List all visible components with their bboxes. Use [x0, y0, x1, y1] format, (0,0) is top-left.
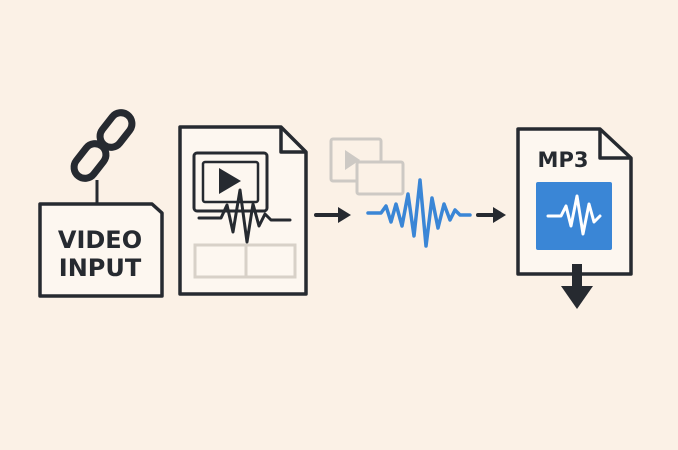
video-input-box: VIDEO INPUT: [38, 202, 164, 298]
arrow-right-icon: [476, 207, 506, 223]
audio-waveform-icon: [366, 178, 472, 248]
output-format-label: MP3: [538, 148, 589, 172]
play-icon: [219, 168, 241, 194]
video-input-label-line1: VIDEO: [58, 226, 142, 254]
arrow-right-icon: [314, 207, 351, 223]
download-arrow-icon: [561, 264, 593, 309]
waveform-icon: [546, 194, 602, 236]
video-screen-icon: [192, 151, 269, 213]
ghost-video-frames-icon: [329, 137, 405, 196]
link-chain-icon: [70, 109, 136, 182]
video-file-icon: [178, 125, 308, 296]
video-input-label-line2: INPUT: [59, 254, 142, 282]
waveform-icon: [197, 188, 292, 244]
mp3-file-icon: MP3: [516, 127, 633, 276]
